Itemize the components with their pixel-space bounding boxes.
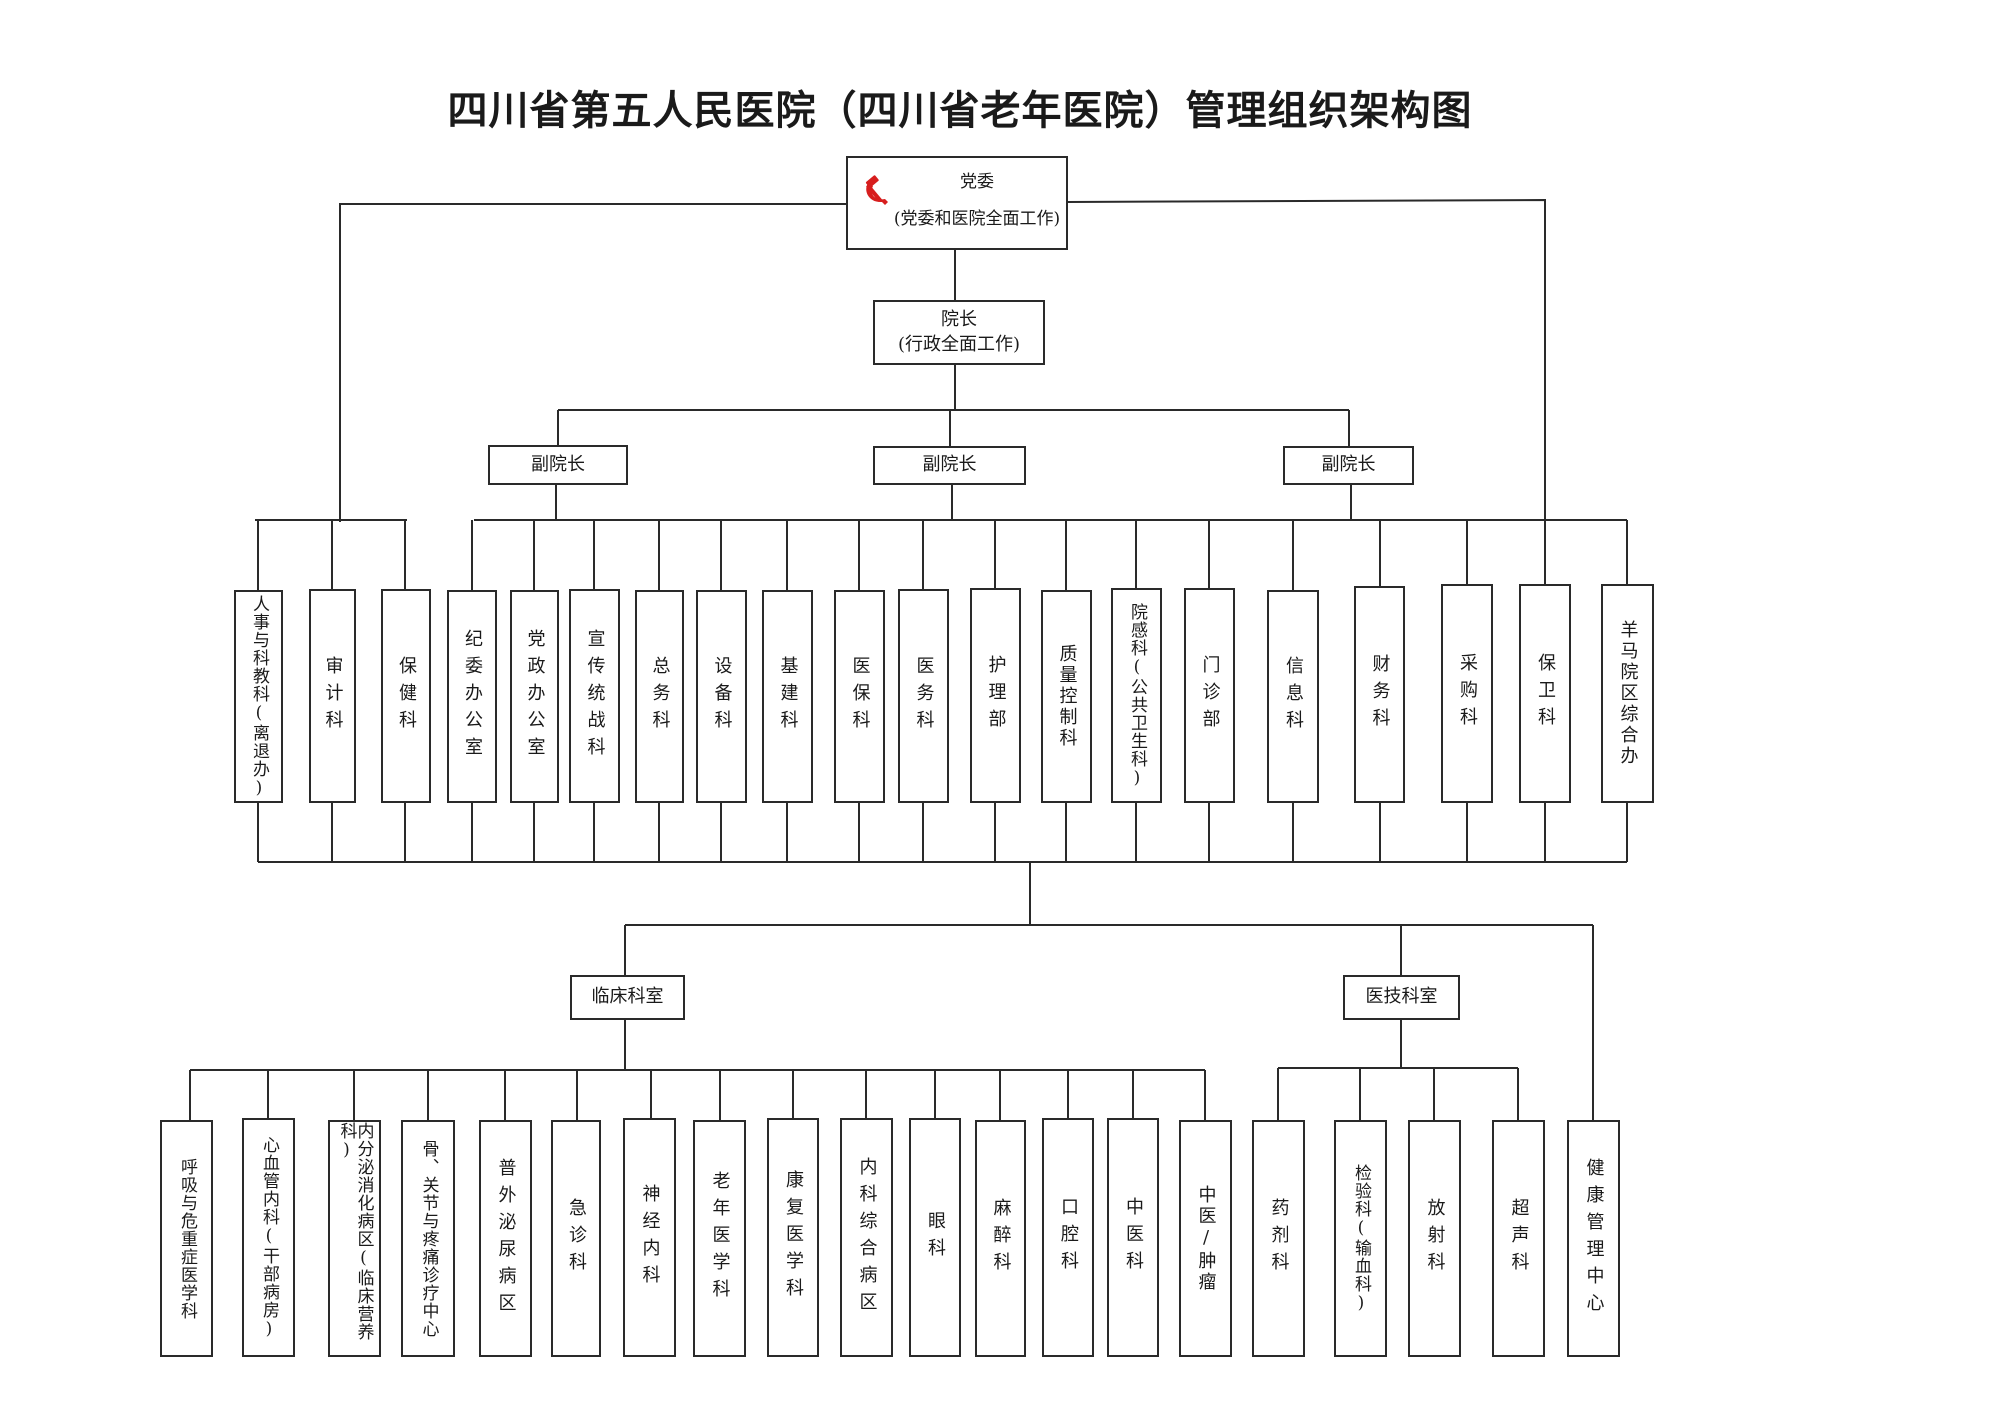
clinical-department-label: 神经内科 (639, 1183, 661, 1292)
clinical-department-box: 骨、关节与疼痛诊疗中心 (401, 1120, 455, 1357)
admin-department-box: 设备科 (696, 590, 747, 803)
clinical-department-box: 中医科 (1107, 1118, 1159, 1357)
admin-department-label: 党政办公室 (524, 629, 546, 764)
vice-president-label: 副院长 (531, 453, 585, 475)
admin-department-label: 医保科 (849, 656, 871, 737)
clinical-department-box: 神经内科 (623, 1118, 676, 1357)
clinical-department-box: 老年医学科 (693, 1120, 746, 1357)
clinical-department-label: 普外泌尿病区 (495, 1157, 517, 1320)
page-title: 四川省第五人民医院（四川省老年医院）管理组织架构图 (447, 87, 1473, 134)
admin-department-box: 门诊部 (1184, 588, 1235, 803)
clinical-department-label: 康复医学科 (783, 1170, 804, 1305)
admin-department-box: 总务科 (635, 590, 684, 803)
admin-department-box: 保健科 (381, 589, 431, 803)
admin-department-box: 党政办公室 (510, 590, 559, 803)
clinical-department-box: 心血管内科(干部病房) (242, 1118, 295, 1357)
clinical-department-label: 中医科 (1123, 1197, 1144, 1278)
admin-department-label: 总务科 (649, 656, 671, 737)
admin-department-label: 信息科 (1283, 656, 1304, 737)
clinical-department-box: 康复医学科 (767, 1118, 819, 1357)
clinical-department-label: 内分泌消化病区(临床营养科) (336, 1122, 374, 1341)
admin-department-label: 宣传统战科 (584, 628, 606, 764)
clinical-department-box: 内分泌消化病区(临床营养科) (328, 1120, 381, 1357)
admin-department-label: 采购科 (1457, 653, 1478, 734)
admin-department-label: 设备科 (711, 656, 733, 737)
admin-department-box: 信息科 (1267, 590, 1319, 803)
medtech-department-box: 检验科(输血科) (1334, 1120, 1387, 1357)
medtech-department-label: 检验科(输血科) (1351, 1163, 1371, 1314)
clinical-department-label: 眼科 (925, 1210, 946, 1265)
clinical-department-label: 呼吸与危重症医学科 (177, 1157, 197, 1320)
admin-department-box: 审计科 (309, 589, 356, 803)
clinical-department-label: 老年医学科 (709, 1171, 731, 1306)
clinical-department-box: 中医/肿瘤 (1179, 1120, 1232, 1357)
medtech-division-box: 医技科室 (1343, 975, 1460, 1020)
admin-department-box: 采购科 (1441, 584, 1493, 803)
admin-department-box: 基建科 (762, 590, 813, 803)
admin-department-box: 人事与科教科(离退办) (234, 590, 283, 803)
clinical-department-label: 口腔科 (1058, 1197, 1079, 1278)
admin-department-box: 纪委办公室 (447, 590, 497, 803)
admin-department-label: 羊马院区综合办 (1617, 620, 1639, 767)
admin-department-label: 财务科 (1369, 654, 1391, 735)
admin-department-box: 宣传统战科 (569, 589, 620, 803)
party-committee-name: 党委 (960, 172, 994, 193)
admin-department-label: 保卫科 (1535, 653, 1556, 734)
clinical-department-box: 内科综合病区 (840, 1118, 893, 1357)
admin-department-label: 质量控制科 (1056, 644, 1078, 749)
admin-department-box: 医保科 (834, 590, 885, 803)
president-box: 院长 (行政全面工作) (873, 300, 1045, 365)
admin-department-label: 人事与科教科(离退办) (249, 594, 269, 799)
clinical-department-label: 内科综合病区 (856, 1156, 878, 1319)
clinical-department-box: 急诊科 (551, 1120, 601, 1357)
party-committee-box: 党委 (党委和医院全面工作) (846, 156, 1068, 250)
clinical-department-box: 眼科 (909, 1118, 961, 1357)
clinical-department-label: 麻醉科 (990, 1198, 1012, 1279)
vice-president-box: 副院长 (1283, 446, 1414, 485)
clinical-department-label: 骨、关节与疼痛诊疗中心 (418, 1139, 439, 1338)
clinical-department-box: 普外泌尿病区 (479, 1120, 532, 1357)
vice-president-label: 副院长 (922, 454, 977, 476)
medtech-department-box: 超声科 (1492, 1120, 1545, 1357)
admin-department-box: 护理部 (970, 588, 1021, 803)
admin-department-label: 审计科 (322, 655, 344, 737)
admin-department-box: 院感科(公共卫生科) (1111, 588, 1162, 803)
clinical-department-label: 心血管内科(干部病房) (259, 1135, 279, 1340)
hammer-sickle-icon (865, 175, 888, 205)
health-center-box: 健康管理中心 (1567, 1120, 1620, 1357)
medtech-department-box: 放射科 (1408, 1120, 1461, 1357)
clinical-department-box: 麻醉科 (975, 1120, 1026, 1357)
admin-department-box: 质量控制科 (1041, 590, 1092, 803)
president-name: 院长 (941, 309, 977, 331)
medtech-department-box: 药剂科 (1252, 1120, 1305, 1357)
party-committee-duty: (党委和医院全面工作) (893, 209, 1061, 229)
admin-department-label: 院感科(公共卫生科) (1127, 602, 1147, 789)
vice-president-box: 副院长 (873, 446, 1026, 485)
president-duty: (行政全面工作) (897, 333, 1021, 355)
clinical-department-box: 口腔科 (1042, 1118, 1094, 1357)
admin-department-label: 护理部 (985, 655, 1007, 736)
admin-department-box: 保卫科 (1519, 584, 1571, 803)
admin-department-box: 财务科 (1354, 586, 1405, 803)
admin-department-label: 保健科 (396, 655, 417, 737)
admin-department-box: 医务科 (898, 589, 949, 803)
clinical-department-label: 中医/肿瘤 (1195, 1184, 1217, 1293)
admin-department-label: 医务科 (913, 655, 935, 737)
clinical-division-label: 临床科室 (591, 986, 664, 1008)
medtech-division-label: 医技科室 (1365, 986, 1438, 1008)
medtech-department-label: 放射科 (1424, 1198, 1446, 1279)
admin-department-label: 门诊部 (1199, 655, 1221, 736)
clinical-department-label: 急诊科 (566, 1198, 587, 1279)
medtech-department-label: 超声科 (1508, 1198, 1530, 1279)
vice-president-box: 副院长 (488, 445, 628, 485)
admin-department-label: 纪委办公室 (462, 629, 483, 764)
health-center-label: 健康管理中心 (1583, 1157, 1605, 1320)
admin-department-box: 羊马院区综合办 (1601, 584, 1654, 803)
medtech-department-label: 药剂科 (1268, 1198, 1290, 1279)
vice-president-label: 副院长 (1321, 454, 1376, 476)
clinical-division-box: 临床科室 (570, 975, 685, 1020)
admin-department-label: 基建科 (777, 656, 799, 737)
clinical-department-box: 呼吸与危重症医学科 (160, 1120, 213, 1357)
